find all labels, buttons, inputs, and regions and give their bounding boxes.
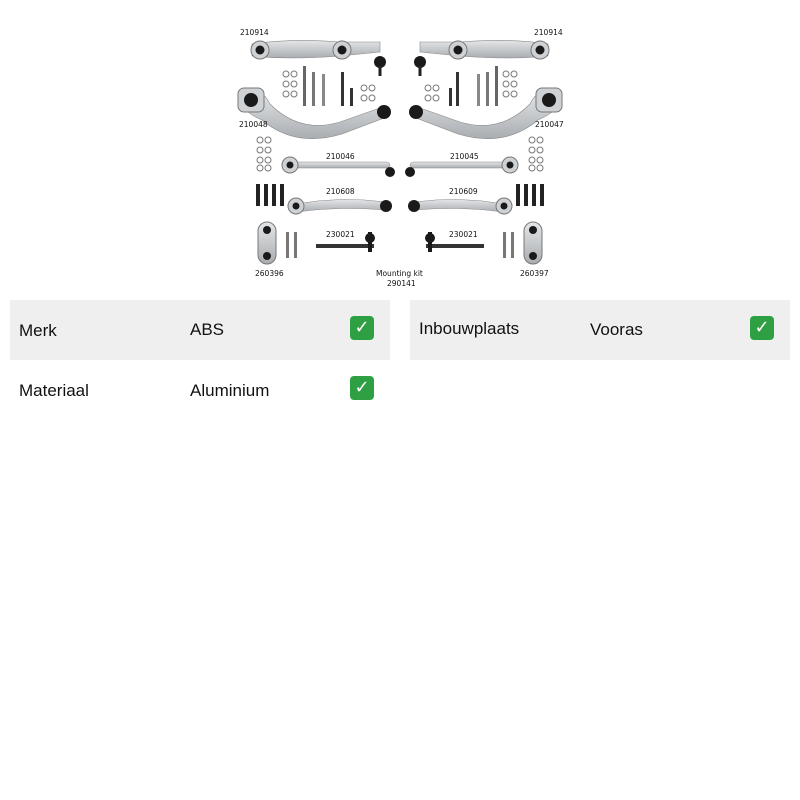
label-mounting-kit: Mounting kit	[376, 269, 423, 278]
tie-rod-right	[425, 232, 484, 252]
track-arm-right	[405, 156, 519, 177]
lower-arm-right	[409, 87, 563, 139]
check-icon: ✓	[350, 376, 374, 400]
spec-row-merk: Merk ABS ✓	[10, 300, 390, 360]
label-210609: 210609	[449, 187, 478, 196]
upper-arm-left	[250, 40, 386, 76]
label-230021-right: 230021	[449, 230, 478, 239]
spec-row-inbouwplaats: Inbouwplaats Vooras ✓	[410, 300, 790, 360]
label-210048: 210048	[239, 120, 268, 129]
stabilizer-link-left	[257, 221, 297, 265]
label-210914-left: 210914	[240, 28, 269, 37]
spec-row-materiaal: Materiaal Aluminium ✓	[10, 360, 390, 420]
curved-arm-right	[408, 197, 513, 215]
check-icon: ✓	[350, 316, 374, 340]
washers-middle	[256, 136, 544, 172]
spec-label: Inbouwplaats	[419, 319, 520, 338]
tie-rod-left	[316, 232, 375, 252]
check-icon: ✓	[750, 316, 774, 340]
label-210045: 210045	[450, 152, 479, 161]
label-210047: 210047	[535, 120, 564, 129]
label-230021-left: 230021	[326, 230, 355, 239]
lower-arm-left	[237, 87, 391, 139]
spec-value: Aluminium	[190, 381, 270, 400]
track-arm-left	[281, 156, 395, 177]
black-bolts	[256, 184, 544, 206]
label-210914-right: 210914	[534, 28, 563, 37]
label-260396: 260396	[255, 269, 284, 278]
stabilizer-link-right	[503, 221, 543, 265]
label-210608: 210608	[326, 187, 355, 196]
curved-arm-left	[287, 197, 392, 215]
upper-arm-right	[414, 40, 550, 76]
label-210046: 210046	[326, 152, 355, 161]
spec-value: ABS	[190, 320, 225, 339]
label-mounting-kit-code: 290141	[387, 279, 416, 288]
spec-label: Materiaal	[19, 381, 89, 400]
long-bolts	[303, 66, 498, 106]
label-260397: 260397	[520, 269, 549, 278]
product-image: 210914 210914 210048 210047 210046 21004…	[230, 24, 570, 292]
spec-value: Vooras	[590, 320, 643, 339]
spec-label: Merk	[19, 321, 57, 340]
bolts-and-nuts-top	[282, 70, 518, 102]
control-arm-kit-illustration: 210914 210914 210048 210047 210046 21004…	[237, 28, 564, 288]
